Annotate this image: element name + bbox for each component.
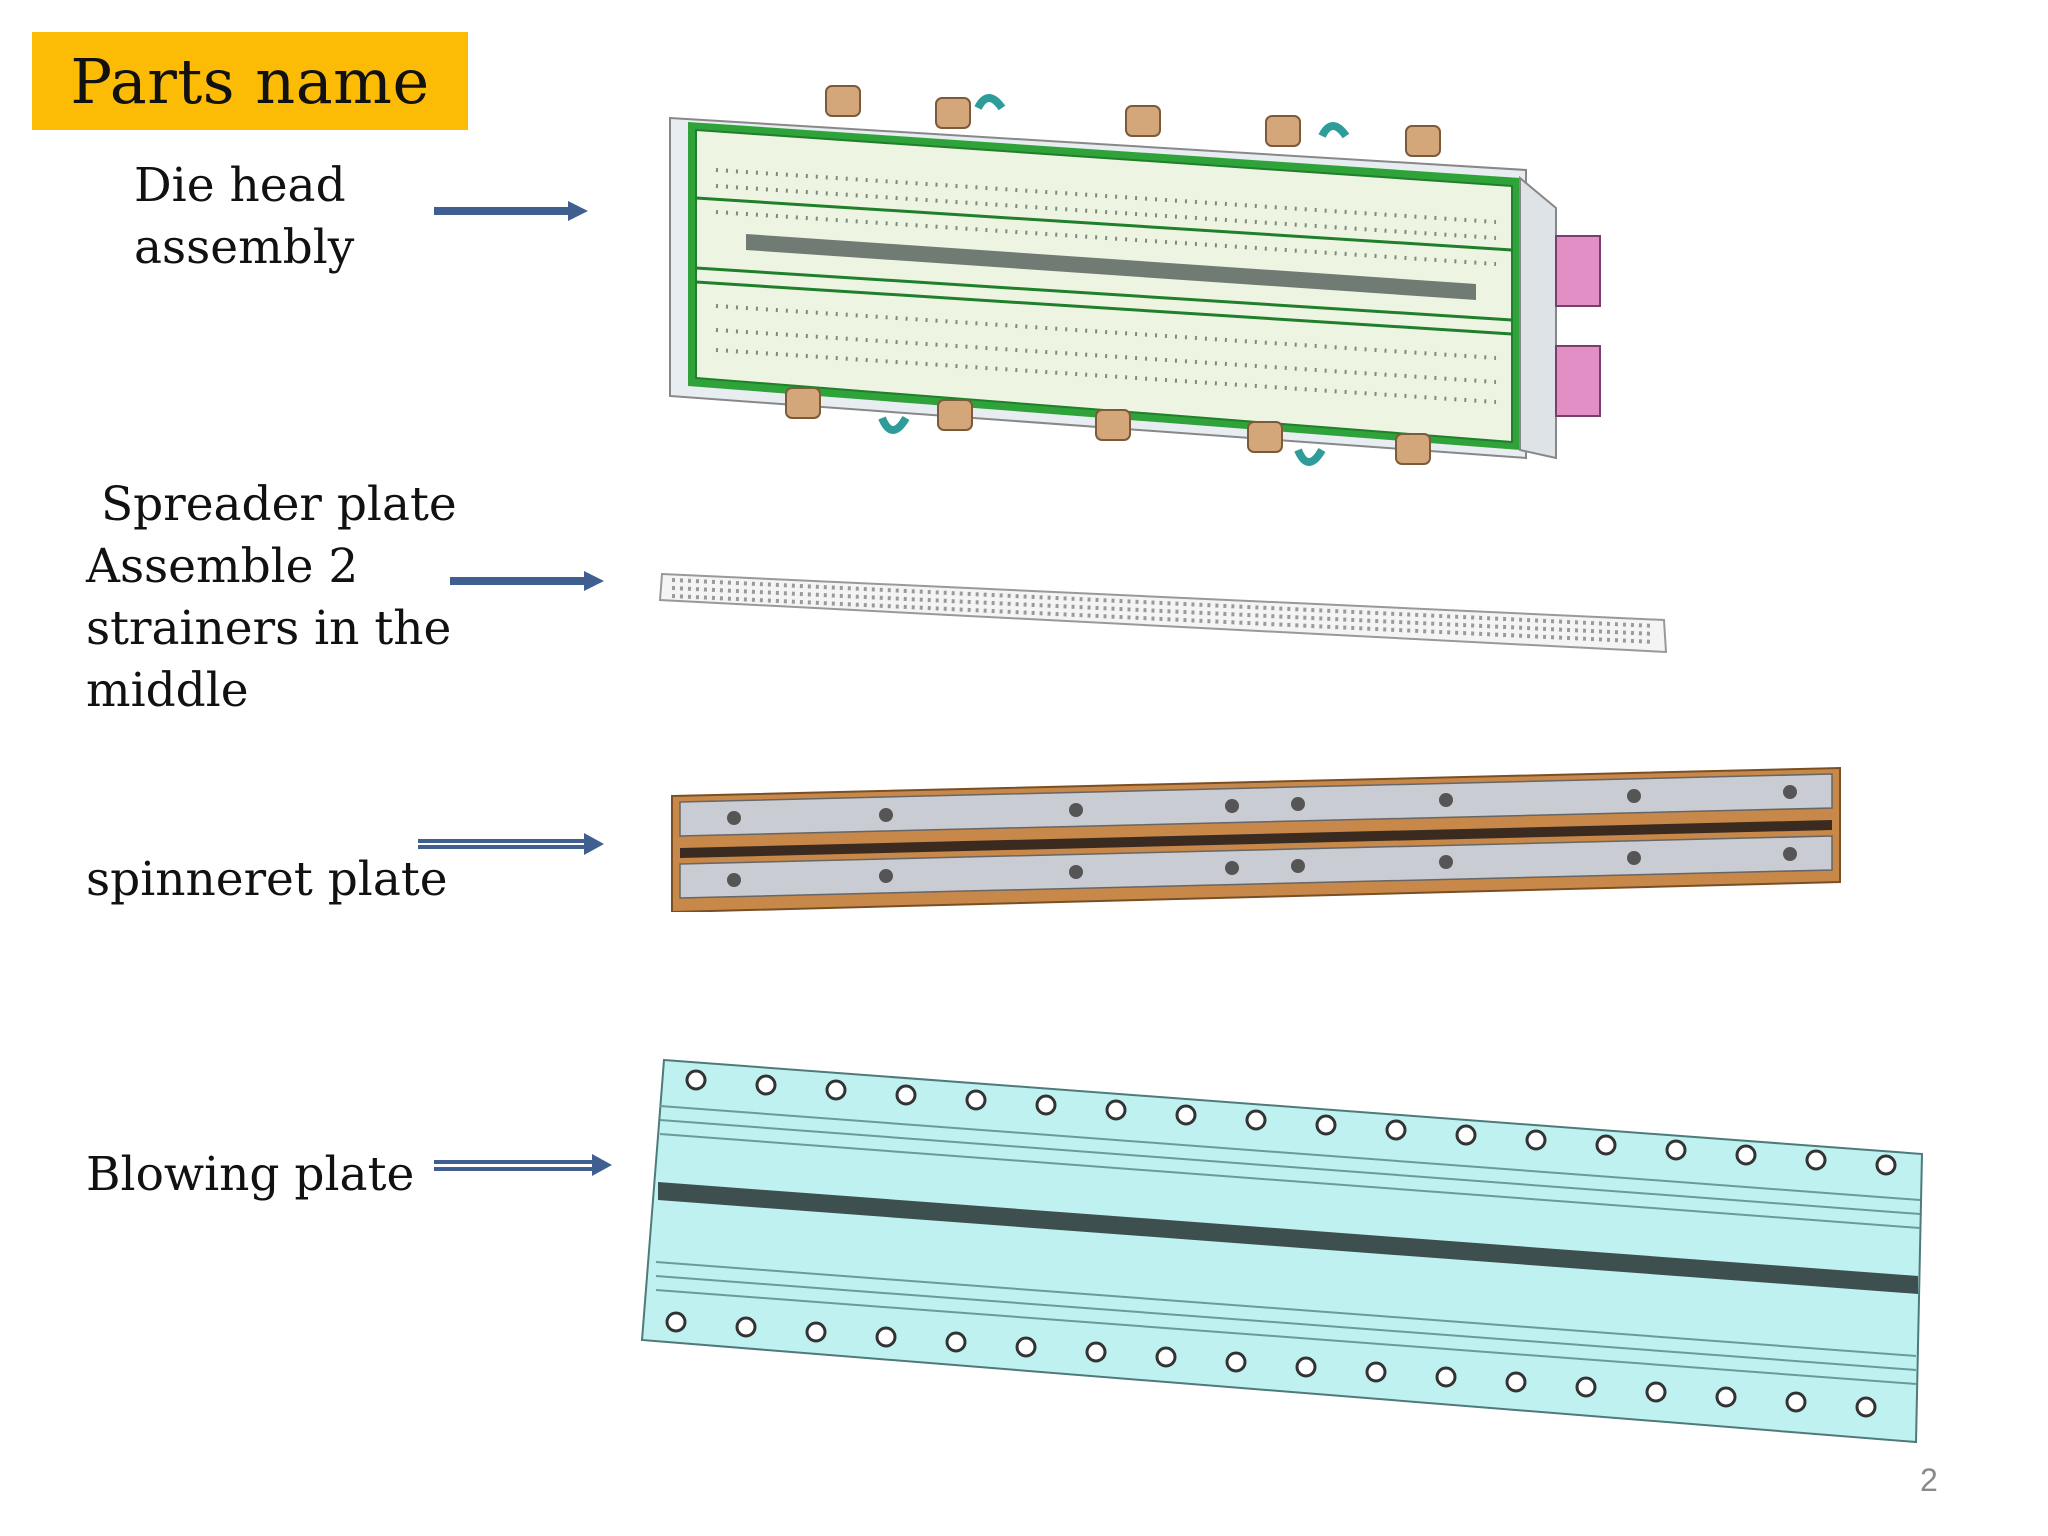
label-blowing-plate: Blowing plate <box>86 1147 415 1202</box>
slide-title: Parts name <box>70 44 430 118</box>
arrow-right-icon <box>434 1154 612 1176</box>
spreader-plate-drawing <box>658 572 1668 654</box>
label-spinneret-plate: spinneret plate <box>86 852 448 907</box>
page-number: 2 <box>1920 1462 1938 1498</box>
slide-title-box: Parts name <box>32 32 468 130</box>
label-die-head-assembly: Die head assembly <box>134 158 355 275</box>
label-spreader-plate: Spreader plate Assemble 2 strainers in t… <box>86 477 457 718</box>
spinneret-plate-drawing <box>671 766 1841 912</box>
die-head-assembly-drawing <box>669 85 1601 466</box>
blowing-plate-drawing <box>640 1058 1924 1444</box>
arrow-right-icon <box>450 571 604 591</box>
arrow-right-icon <box>418 833 604 855</box>
arrow-right-icon <box>434 201 588 221</box>
